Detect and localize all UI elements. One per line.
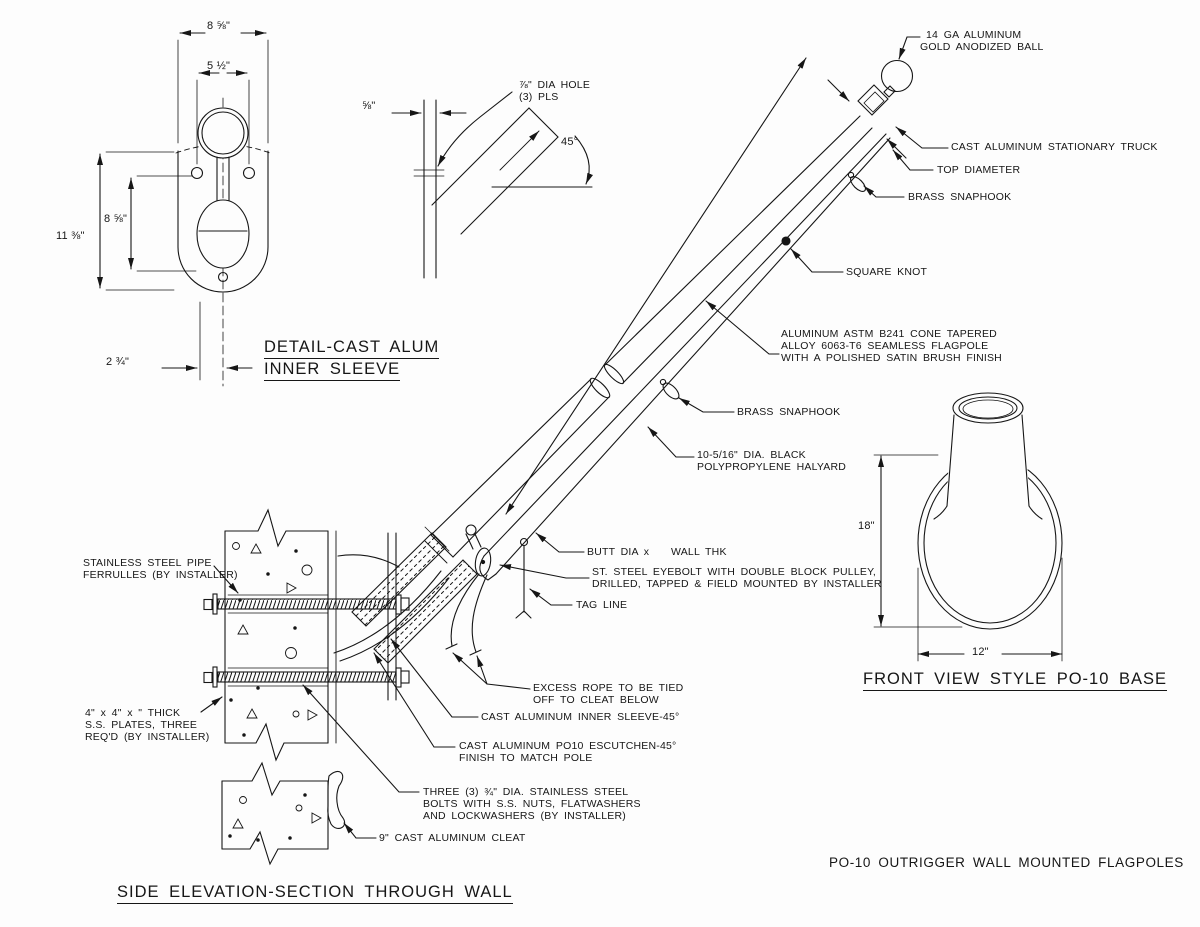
- label-plates-line1: 4" x 4" x " THICK: [85, 707, 181, 719]
- excess-rope: [450, 573, 480, 647]
- detail-inner-sleeve-view: [97, 30, 271, 387]
- dim-hole-note-line2: (3) PLS: [519, 91, 559, 103]
- base-front-view: [873, 392, 1063, 662]
- stationary-truck: [857, 84, 889, 116]
- dim-hole-note-line1: ⅞" DIA HOLE: [519, 79, 591, 91]
- label-excess-rope-line1: EXCESS ROPE TO BE TIED: [533, 682, 684, 694]
- escutcheon-and-sleeve: [333, 526, 478, 664]
- label-ferrules-line1: STAINLESS STEEL PIPE: [83, 557, 212, 569]
- detail-title-line2: INNER SLEEVE: [264, 359, 401, 381]
- label-flagpole-line1: ALUMINUM ASTM B241 CONE TAPERED: [781, 328, 997, 340]
- wall-section: [203, 508, 478, 866]
- detail-title-line1: DETAIL-CAST ALUM: [264, 337, 440, 359]
- label-ferrules-line2: FERRULLES (BY INSTALLER): [83, 569, 238, 581]
- label-ball-line2: GOLD ANODIZED BALL: [920, 41, 1044, 53]
- gold-ball: [880, 59, 914, 93]
- pole-edge: [604, 115, 861, 366]
- label-escutcheon-line1: CAST ALUMINUM PO10 ESCUTCHEN-45°: [459, 740, 677, 752]
- dim-sleeve-height: 11 ⅜": [56, 230, 85, 242]
- dim-sleeve-inner-height: 8 ⅝": [104, 213, 128, 225]
- label-truck: CAST ALUMINUM STATIONARY TRUCK: [951, 141, 1158, 153]
- leader-lines: [200, 36, 949, 839]
- eyebolt-pulley: [465, 524, 492, 577]
- threaded-bolt: [217, 671, 397, 683]
- label-bolts-line2: BOLTS WITH S.S. NUTS, FLATWASHERS: [423, 798, 641, 810]
- pole-assembly: [424, 57, 914, 656]
- label-flagpole-line2: ALLOY 6063-T6 SEAMLESS FLAGPOLE: [781, 340, 989, 352]
- detail-hole-plate-view: [391, 91, 593, 279]
- label-inner-sleeve: CAST ALUMINUM INNER SLEEVE-45°: [481, 711, 680, 723]
- label-snaphook-upper: BRASS SNAPHOOK: [908, 191, 1012, 203]
- label-bolts-line1: THREE (3) ¾" DIA. STAINLESS STEEL: [423, 786, 629, 798]
- label-flagpole-line3: WITH A POLISHED SATIN BRUSH FINISH: [781, 352, 1002, 364]
- label-tag-line: TAG LINE: [576, 599, 628, 611]
- label-eyebolt-line2: DRILLED, TAPPED & FIELD MOUNTED BY INSTA…: [592, 578, 882, 590]
- label-bolts-line3: AND LOCKWASHERS (BY INSTALLER): [423, 810, 626, 822]
- label-wall-thk: WALL THK: [671, 546, 727, 558]
- dim-plate-thickness: ⅝": [362, 100, 376, 112]
- label-butt-dia: BUTT DIA x: [587, 546, 650, 558]
- dim-angle-45: 45°: [561, 136, 579, 148]
- label-ball-line1: 14 GA ALUMINUM: [926, 29, 1022, 41]
- label-square-knot: SQUARE KNOT: [846, 266, 928, 278]
- label-escutcheon-line2: FINISH TO MATCH POLE: [459, 752, 593, 764]
- dim-base-height: 18": [858, 520, 875, 532]
- dim-sleeve-offset: 2 ¾": [106, 356, 130, 368]
- label-halyard-line1: 10-5/16" DIA. BLACK: [697, 449, 806, 461]
- label-snaphook-lower: BRASS SNAPHOOK: [737, 406, 841, 418]
- side-elevation-title-text: SIDE ELEVATION-SECTION THROUGH WALL: [117, 882, 513, 904]
- cleat: [327, 771, 346, 829]
- front-view-title-text: FRONT VIEW STYLE PO-10 BASE: [863, 669, 1168, 691]
- sheet-footer-title: PO-10 OUTRIGGER WALL MOUNTED FLAGPOLES: [829, 855, 1184, 870]
- side-elevation-title: SIDE ELEVATION-SECTION THROUGH WALL: [117, 882, 513, 904]
- brass-snaphook-upper: [847, 171, 866, 192]
- label-cleat: 9" CAST ALUMINUM CLEAT: [379, 832, 526, 844]
- label-eyebolt-line1: ST. STEEL EYEBOLT WITH DOUBLE BLOCK PULL…: [592, 566, 877, 578]
- label-top-diameter: TOP DIAMETER: [937, 164, 1021, 176]
- brass-snaphook-lower: [659, 378, 680, 400]
- square-knot-dot: [781, 236, 791, 246]
- tag-line-rope: [515, 537, 532, 619]
- dim-sleeve-inner-width: 5 ½": [207, 60, 231, 72]
- label-halyard-line2: POLYPROPYLENE HALYARD: [697, 461, 847, 473]
- label-plates-line3: REQ'D (BY INSTALLER): [85, 731, 210, 743]
- front-view-title: FRONT VIEW STYLE PO-10 BASE: [863, 669, 1168, 691]
- label-plates-line2: S.S. PLATES, THREE: [85, 719, 198, 731]
- detail-view-title: DETAIL-CAST ALUM INNER SLEEVE: [264, 337, 440, 381]
- halyard-rope: [483, 133, 887, 557]
- dim-base-width: 12": [972, 646, 989, 658]
- concrete-aggregate: [229, 542, 318, 737]
- label-excess-rope-line2: OFF TO CLEAT BELOW: [533, 694, 659, 706]
- dim-sleeve-outer-width: 8 ⅝": [207, 20, 231, 32]
